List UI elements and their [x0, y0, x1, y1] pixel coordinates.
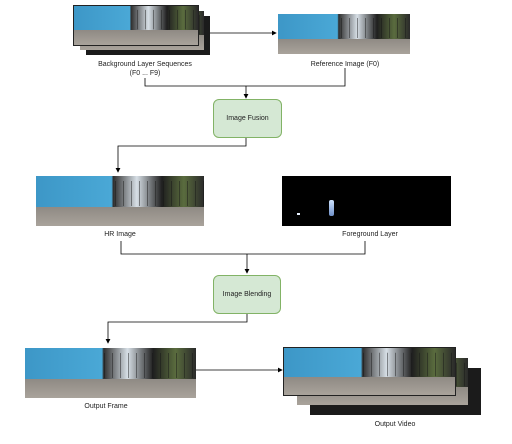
- output-frame-label: Output Frame: [84, 403, 128, 410]
- foreground-person-silhouette: [329, 200, 334, 216]
- hr-image-label: HR Image: [104, 231, 136, 238]
- output-frame-thumbnail: [25, 348, 196, 398]
- sequence-frame-front: [73, 5, 199, 46]
- background-sequences-label: Background Layer Sequences (F0 ... F9): [70, 60, 220, 78]
- video-frame-front: [283, 347, 456, 396]
- hr-image-thumbnail: [36, 176, 204, 226]
- reference-image-label: Reference Image (F0): [310, 61, 380, 68]
- arrow-blending-to-frame: [105, 314, 248, 344]
- foreground-layer-thumbnail: [282, 176, 451, 226]
- image-fusion-box: Image Fusion: [213, 99, 282, 138]
- reference-image-thumbnail: [278, 14, 410, 54]
- foreground-layer-label: Foreground Layer: [342, 231, 398, 238]
- connector-seq-to-fusion: [144, 68, 346, 87]
- connector-hr-fg-merge: [120, 241, 366, 255]
- background-sequences-title: Background Layer Sequences: [98, 61, 192, 68]
- image-blending-box: Image Blending: [213, 275, 281, 314]
- background-sequences-range: (F0 ... F9): [129, 70, 161, 77]
- output-video-label: Output Video: [374, 421, 416, 428]
- arrow-fusion-to-hr: [115, 138, 247, 173]
- foreground-speck: [297, 213, 300, 215]
